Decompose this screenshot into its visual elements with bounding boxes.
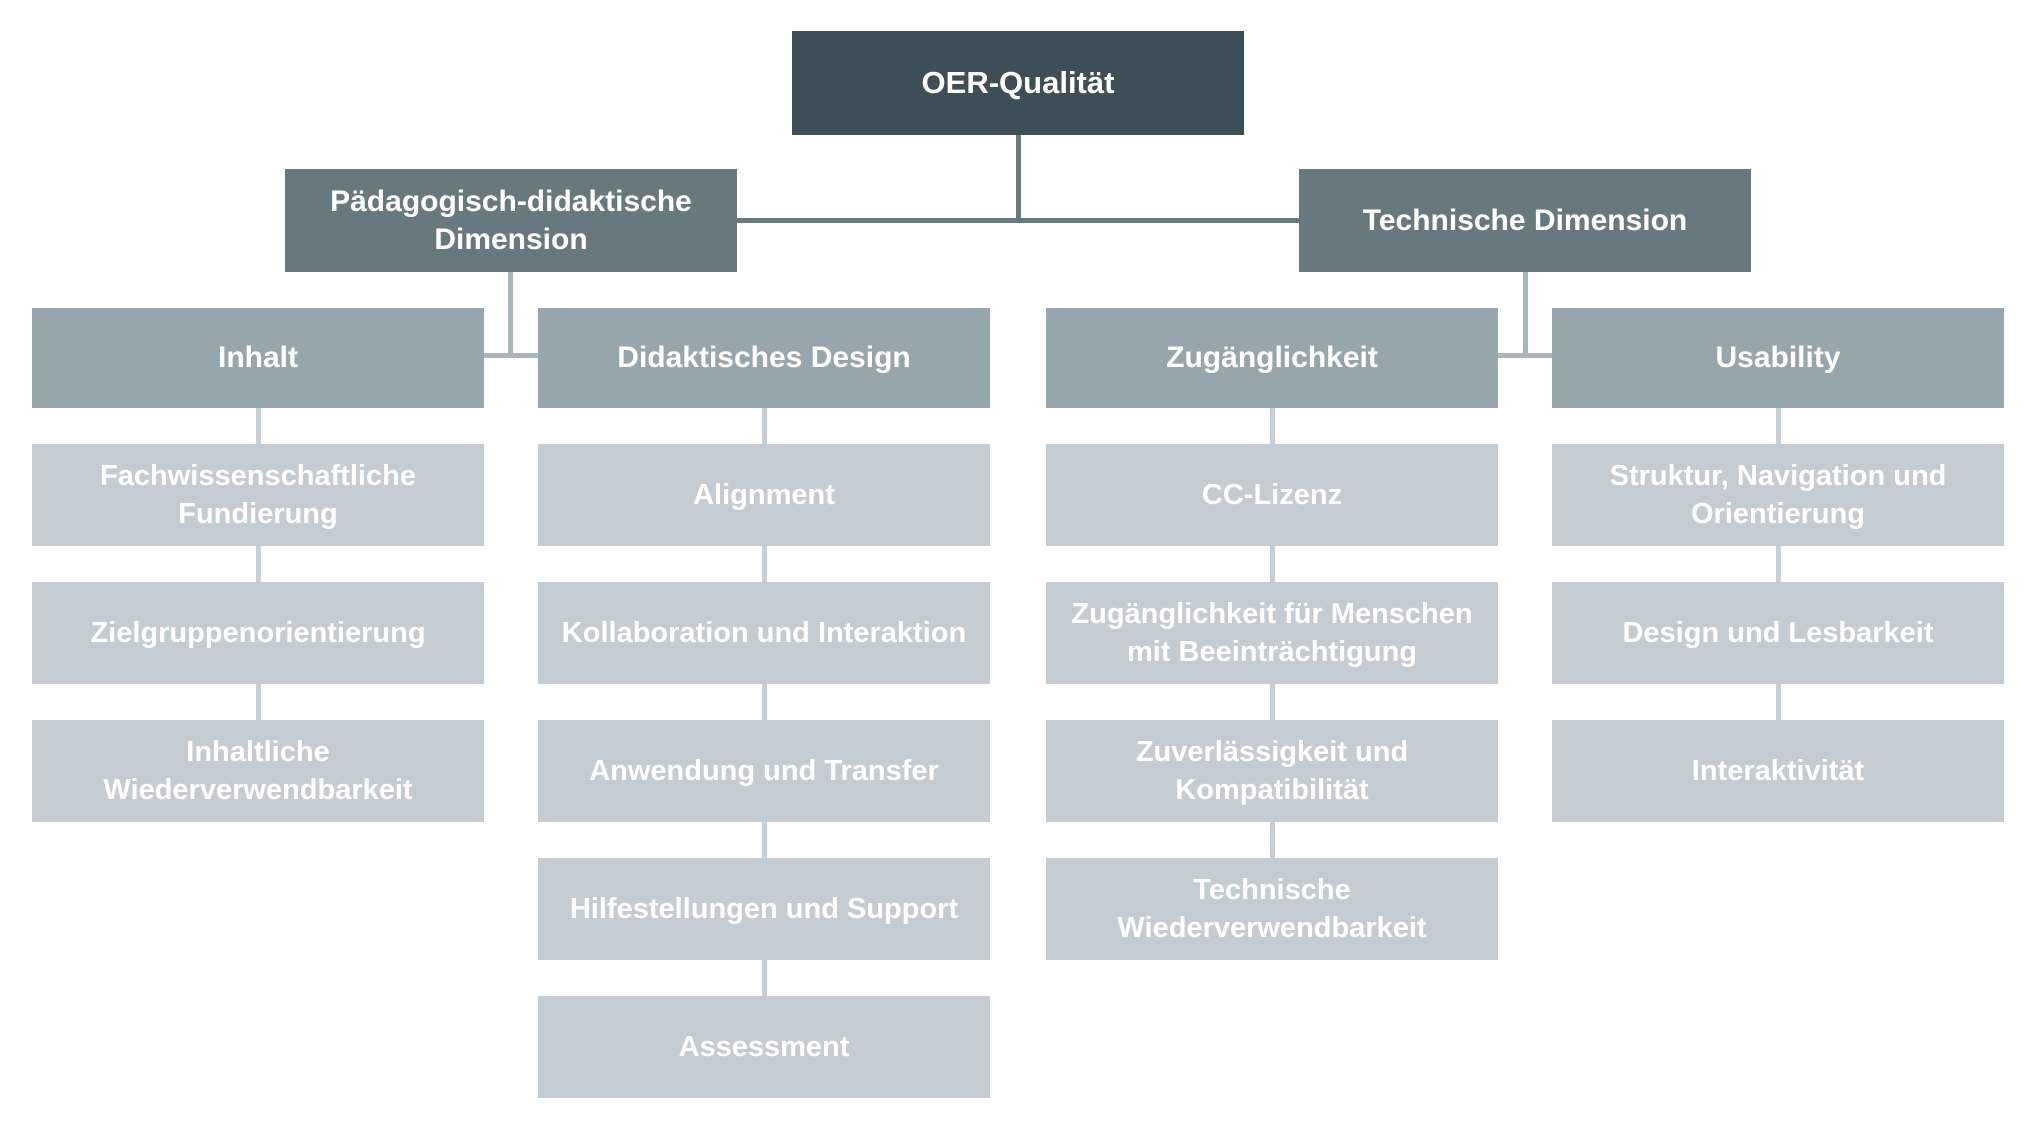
connector-line — [1775, 684, 1781, 720]
criterion-box: Design und Lesbarkeit — [1552, 582, 2004, 684]
category-header-inhalt: Inhalt — [32, 308, 484, 408]
connector-technisch-vertical — [1523, 272, 1528, 358]
connector-line — [1269, 546, 1275, 582]
connector-line — [761, 408, 767, 444]
connector-paedagogisch-vertical — [508, 272, 513, 358]
criterion-box: Zuverlässigkeit und Kompatibilität — [1046, 720, 1498, 822]
connector-line — [1269, 408, 1275, 444]
criterion-box: Assessment — [538, 996, 990, 1098]
category-column-usability: Usability Struktur, Navigation und Orien… — [1552, 308, 2004, 822]
category-header-usability: Usability — [1552, 308, 2004, 408]
category-header-zugaenglichkeit: Zugänglichkeit — [1046, 308, 1498, 408]
connector-root-trunk — [1016, 135, 1021, 223]
connector-root-crossbar — [737, 218, 1299, 223]
criterion-box: CC-Lizenz — [1046, 444, 1498, 546]
dimension-box-paedagogisch-didaktisch: Pädagogisch-didaktische Dimension — [285, 169, 737, 272]
criterion-box: Zielgruppenorientierung — [32, 582, 484, 684]
criterion-box: Fachwissenschaftliche Fundierung — [32, 444, 484, 546]
criterion-box: Alignment — [538, 444, 990, 546]
criterion-box: Hilfestellungen und Support — [538, 858, 990, 960]
connector-line — [761, 546, 767, 582]
connector-line — [1775, 408, 1781, 444]
criterion-box: Struktur, Navigation und Orientierung — [1552, 444, 2004, 546]
connector-line — [1775, 546, 1781, 582]
criterion-box: Inhaltliche Wiederverwendbarkeit — [32, 720, 484, 822]
connector-line — [255, 408, 261, 444]
connector-line — [255, 684, 261, 720]
category-header-didaktisches-design: Didaktisches Design — [538, 308, 990, 408]
connector-line — [761, 684, 767, 720]
category-column-didaktisches-design: Didaktisches Design Alignment Kollaborat… — [538, 308, 990, 1098]
criterion-box: Anwendung und Transfer — [538, 720, 990, 822]
connector-line — [255, 546, 261, 582]
root-box-oer-qualitaet: OER-Qualität — [792, 31, 1244, 135]
connector-paedagogisch-horizontal — [484, 353, 538, 358]
connector-line — [761, 960, 767, 996]
criterion-box: Interaktivität — [1552, 720, 2004, 822]
connector-technisch-horizontal — [1498, 353, 1552, 358]
category-column-inhalt: Inhalt Fachwissenschaftliche Fundierung … — [32, 308, 484, 822]
dimension-box-technisch: Technische Dimension — [1299, 169, 1751, 272]
connector-line — [1269, 822, 1275, 858]
criterion-box: Technische Wiederverwendbarkeit — [1046, 858, 1498, 960]
criterion-box: Zugänglichkeit für Menschen mit Beeinträ… — [1046, 582, 1498, 684]
connector-line — [761, 822, 767, 858]
connector-line — [1269, 684, 1275, 720]
category-column-zugaenglichkeit: Zugänglichkeit CC-Lizenz Zugänglichkeit … — [1046, 308, 1498, 960]
criterion-box: Kollaboration und Interaktion — [538, 582, 990, 684]
